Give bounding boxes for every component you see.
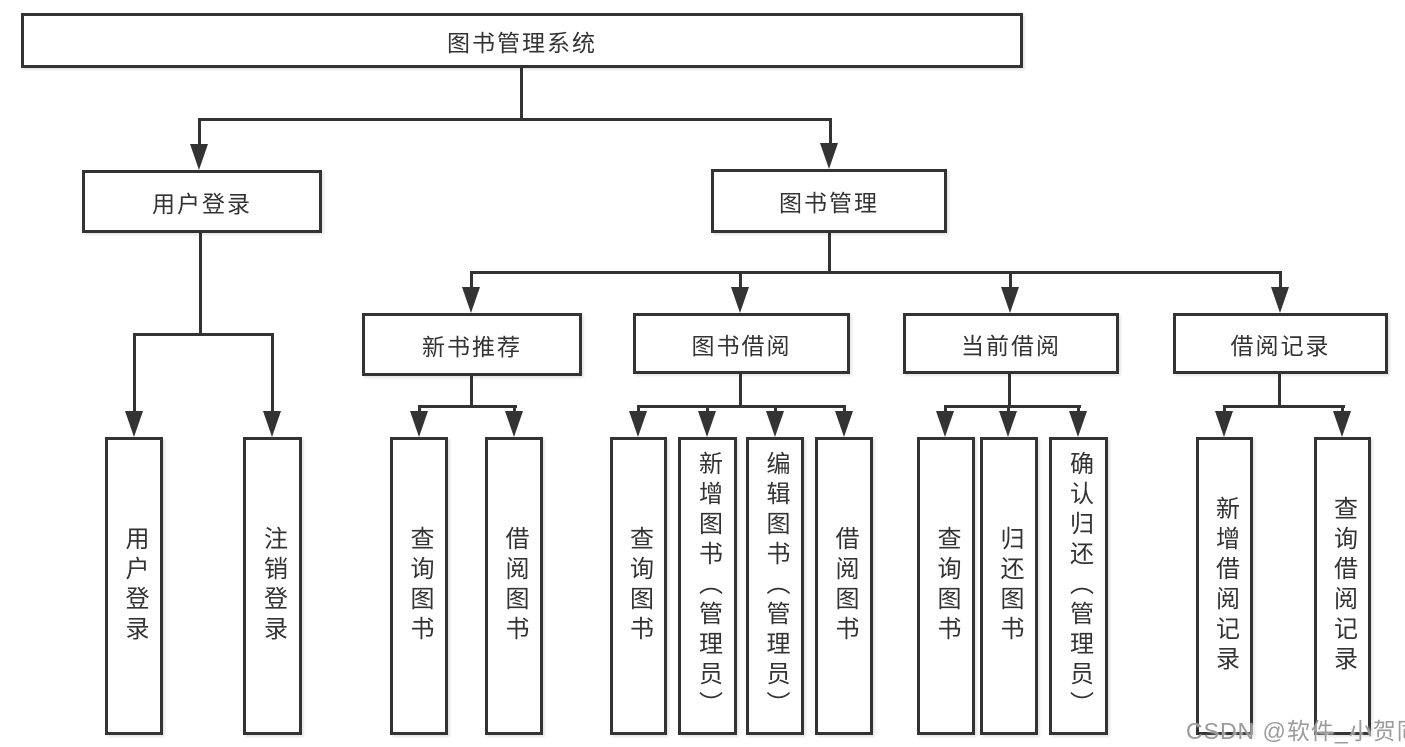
leaf-cb-return-books: 归还图书 [980,437,1038,735]
connector-bb-span [637,405,846,408]
arrow-to-bb-edit [766,411,784,437]
connector-stub-user-login [198,118,201,146]
leaf-user-login: 用户登录 [105,437,163,735]
arrow-to-borrow-records [1271,287,1289,313]
csdn-watermark: CSDN @软件_小贺同学 [1186,718,1405,744]
node-book-mgmt: 图书管理 [711,169,947,233]
arrow-to-cb-return [999,411,1017,437]
connector-stub-new-book-rec [470,271,473,289]
arrow-to-login [125,411,143,437]
leaf-bb-borrow-books: 借阅图书 [815,437,873,735]
connector-stub-bb-add [706,405,709,413]
node-current-borrow: 当前借阅 [903,313,1119,374]
connector-stub-br-add [1223,405,1226,413]
node-borrow-records: 借阅记录 [1173,313,1388,374]
arrow-to-logout [263,411,281,437]
connector-stub-borrow-records [1279,271,1282,289]
connector-stub-logout [271,333,274,411]
leaf-bb-add-books-admin: 新增图书（管理员） [678,437,737,735]
connector-stub-rec-query [418,405,421,413]
connector-stub-br-query [1341,405,1344,413]
connector-stub-cb-query [944,405,947,413]
connector-stub-book-mgmt [829,118,832,145]
leaf-br-query-record: 查询借阅记录 [1314,437,1371,735]
connector-stub-current-borrow [1009,271,1012,289]
arrow-to-bb-borrow [835,411,853,437]
node-root: 图书管理系统 [21,13,1023,68]
connector-stub-bb-query [637,405,640,413]
node-user-login: 用户登录 [82,170,322,233]
connector-br-span [1223,405,1345,408]
connector-rec-span [418,405,517,408]
leaf-bb-edit-books-admin: 编辑图书（管理员） [746,437,804,735]
arrow-to-bb-query [629,411,647,437]
connector-userlogin-trunk [199,233,202,336]
leaf-rec-query-books: 查询图书 [390,437,448,735]
connector-stub-cb-return [1007,405,1010,413]
arrow-to-br-add [1215,411,1233,437]
connector-stub-bb-edit [774,405,777,413]
arrow-to-rec-borrow [505,411,523,437]
leaf-bb-query-books: 查询图书 [610,437,667,735]
arrow-to-book-mgmt [820,143,838,169]
connector-root-span [198,118,832,121]
connector-cb-span [944,405,1081,408]
connector-root-trunk [520,67,523,120]
connector-userlogin-span [133,333,274,336]
arrow-to-cb-query [936,411,954,437]
connector-bookmgmt-trunk [828,233,831,274]
leaf-logout: 注销登录 [243,437,302,735]
leaf-br-add-record: 新增借阅记录 [1196,437,1253,735]
leaf-rec-borrow-books: 借阅图书 [485,437,543,735]
leaf-cb-confirm-return-admin: 确认归还（管理员） [1049,437,1108,735]
connector-rec-trunk [470,376,473,408]
connector-stub-rec-borrow [513,405,516,413]
arrow-to-cb-confirm [1069,411,1087,437]
leaf-cb-query-books: 查询图书 [917,437,975,735]
arrow-to-book-borrow [731,287,749,313]
connector-bookmgmt-span [470,271,1282,274]
node-book-borrow: 图书借阅 [633,313,850,374]
connector-stub-bb-borrow [843,405,846,413]
connector-cb-trunk [1008,374,1011,408]
arrow-to-br-query [1333,411,1351,437]
arrow-to-current-borrow [1001,287,1019,313]
connector-stub-book-borrow [739,271,742,289]
arrow-to-new-book-rec [462,287,480,313]
arrow-to-bb-add [698,411,716,437]
arrow-to-rec-query [410,411,428,437]
connector-stub-login [133,333,136,411]
node-new-book-rec: 新书推荐 [362,313,582,376]
connector-stub-cb-confirm [1077,405,1080,413]
connector-bb-trunk [739,374,742,408]
connector-br-trunk [1278,374,1281,408]
arrow-to-user-login [190,144,208,170]
